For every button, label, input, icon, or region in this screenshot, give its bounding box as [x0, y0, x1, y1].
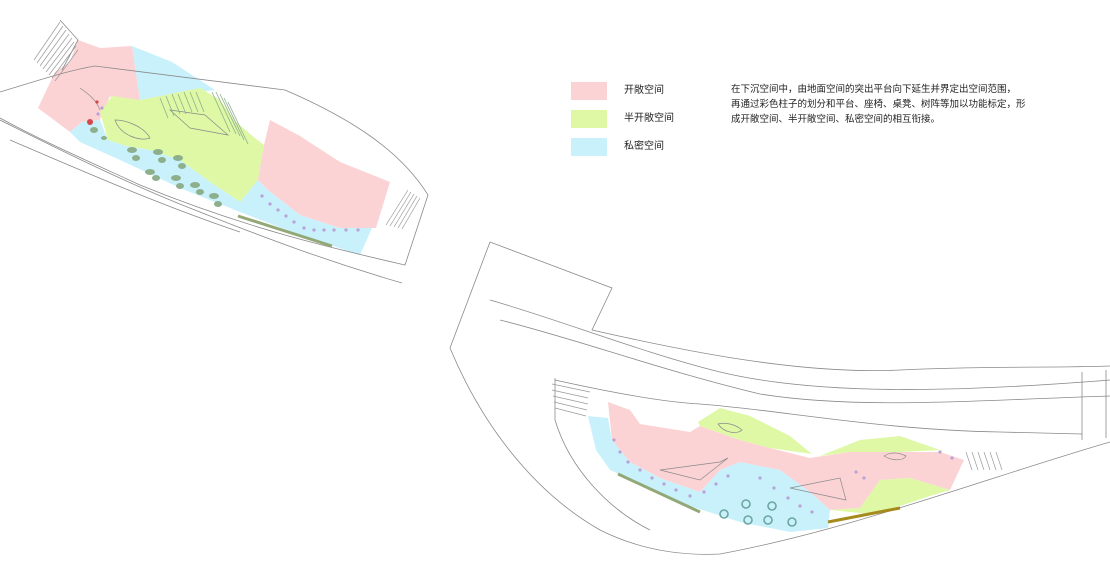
legend-swatch-private — [571, 138, 607, 156]
column-dot-icon — [96, 106, 360, 232]
stair-icon — [551, 383, 591, 417]
description-line: 在下沉空间中，由地面空间的突出平台向下延生并界定出空间范围， — [731, 84, 1017, 95]
description-line: 再通过彩色柱子的划分和平台、座椅、桌凳、树阵等加以功能标定，形 — [731, 99, 1026, 110]
private-zone — [70, 120, 372, 255]
seating-rows — [159, 91, 249, 145]
description-text: 在下沉空间中，由地面空间的突出平台向下延生并界定出空间范围， 再通过彩色柱子的划… — [731, 82, 1031, 127]
seat-cluster-icon — [719, 499, 797, 527]
open-zone — [608, 402, 964, 510]
open-zone — [258, 120, 390, 228]
legend-label: 私密空间 — [624, 141, 664, 152]
column-dot-icon — [87, 100, 99, 125]
upper-site-outline — [0, 19, 429, 284]
legend-item-open: 开敞空间 — [571, 82, 711, 100]
private-zone — [132, 46, 215, 100]
semi-open-zone — [820, 436, 940, 456]
stair-icon — [385, 189, 421, 230]
description-line: 成开敞空间、半开敞空间、私密空间的相互衔接。 — [731, 114, 941, 125]
platform-outline — [659, 422, 907, 501]
column-dot-icon — [612, 438, 954, 514]
bench — [617, 472, 701, 514]
legend-label: 开敞空间 — [624, 85, 664, 96]
stair-icon — [33, 21, 79, 82]
seat-cluster-icon — [90, 127, 222, 207]
open-zone — [38, 40, 140, 132]
lower-plan — [449, 241, 1110, 555]
lower-site-outline — [449, 241, 1110, 555]
semi-open-zone — [830, 478, 950, 514]
legend-swatch-semi-open — [571, 110, 607, 128]
platform-outline — [79, 87, 230, 140]
legend-item-semi-open: 半开敞空间 — [571, 110, 711, 128]
bench — [237, 214, 333, 248]
legend-label: 半开敞空间 — [624, 113, 674, 124]
semi-open-zone — [698, 408, 812, 454]
legend-item-private: 私密空间 — [571, 138, 711, 156]
upper-plan — [0, 19, 429, 284]
bench — [827, 506, 901, 524]
stair-icon — [965, 451, 1003, 471]
legend-swatch-open — [571, 82, 607, 100]
